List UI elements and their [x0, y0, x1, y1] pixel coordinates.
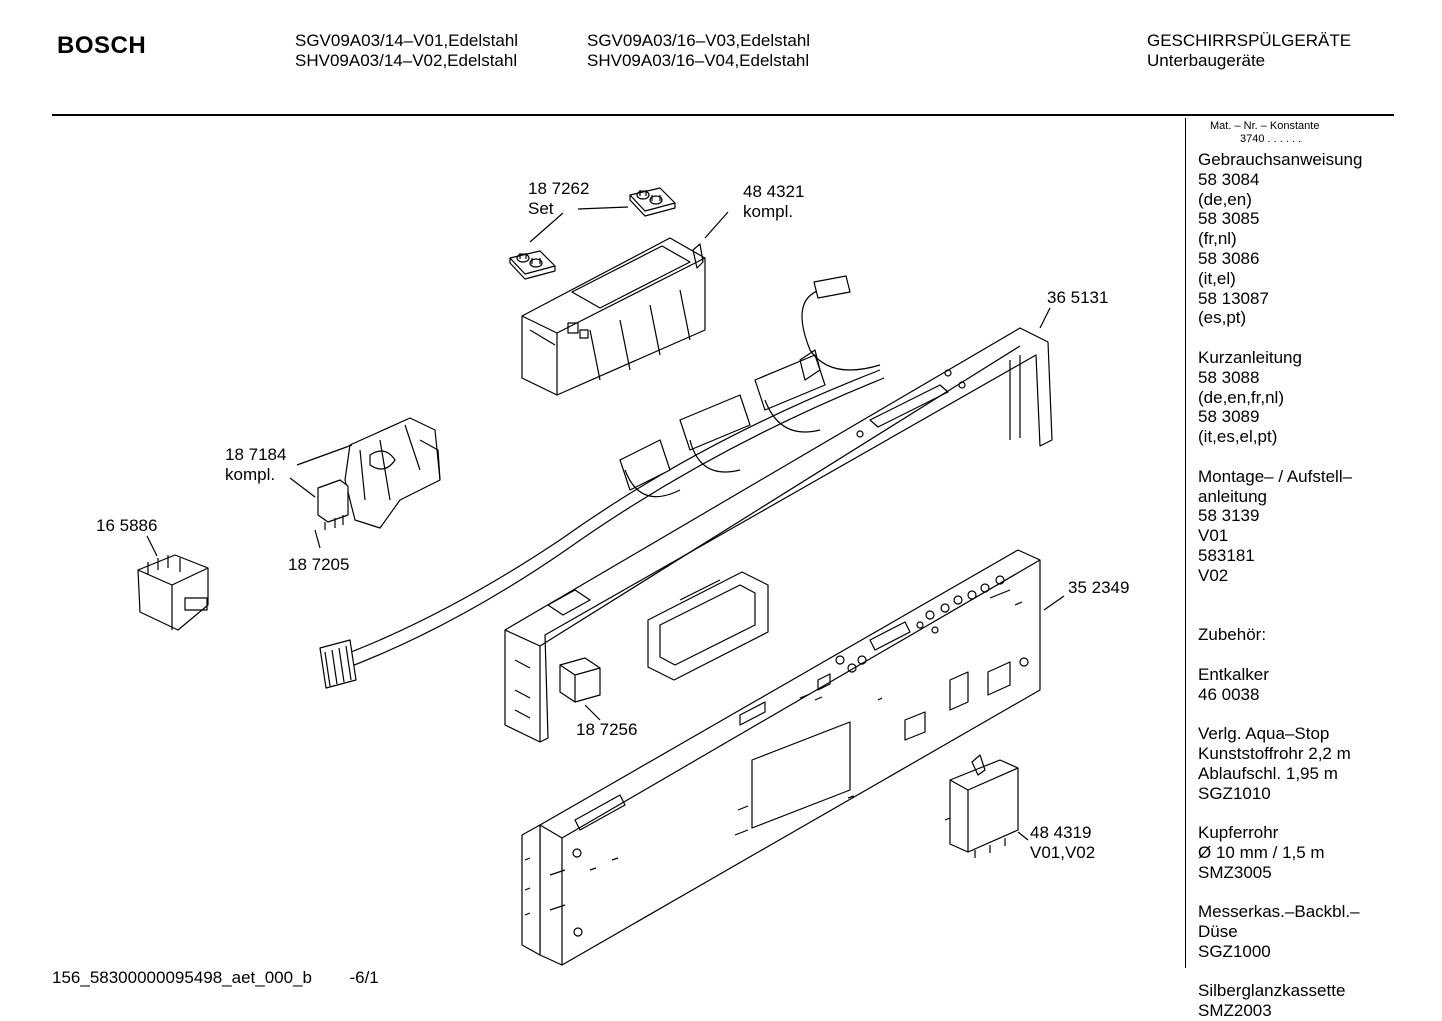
part-note: kompl.	[743, 202, 794, 221]
leader-line	[290, 478, 320, 548]
sidebar-line: (es,pt)	[1198, 308, 1247, 328]
sidebar-line: (fr,nl)	[1198, 229, 1237, 249]
leader-line	[1044, 596, 1064, 610]
control-module-icon	[522, 238, 705, 395]
sidebar-line: anleitung	[1198, 486, 1268, 506]
model-line: SGV09A03/16–V03,Edelstahl	[587, 31, 811, 50]
category-block: GESCHIRRSPÜLGERÄTE Unterbaugeräte	[1147, 31, 1351, 71]
sidebar-line: Entkalker	[1198, 664, 1269, 684]
sidebar-line: Ø 10 mm / 1,5 m	[1198, 842, 1325, 862]
sidebar-line: (it,es,el,pt)	[1198, 427, 1278, 447]
part-label-365131: 36 5131	[1047, 288, 1108, 308]
sidebar-line: SMZ2003	[1198, 1001, 1272, 1021]
part-number: 18 7184	[225, 445, 287, 464]
seal-part-icon	[630, 188, 675, 216]
sidebar-line: SGZ1000	[1198, 941, 1271, 961]
small-block-part-icon	[560, 658, 600, 702]
part-number: 48 4321	[743, 182, 805, 201]
sidebar-line: Gebrauchsanweisung	[1198, 150, 1363, 169]
control-panel-icon	[522, 550, 1040, 965]
document-footer: 156_58300000095498_aet_000_b -6/1	[52, 968, 379, 988]
part-number: 18 7205	[288, 555, 350, 574]
part-number: 18 7256	[576, 720, 638, 739]
category-subtitle: Unterbaugeräte	[1147, 51, 1266, 70]
part-note: Set	[528, 199, 554, 218]
sidebar-line: V01	[1198, 526, 1229, 546]
material-number-value: 3740 . . . . . .	[1240, 133, 1302, 145]
sidebar-line: 58 3089	[1198, 407, 1260, 427]
document-id: 156_58300000095498_aet_000_b	[52, 968, 312, 987]
leader-line	[1040, 308, 1050, 328]
leader-line	[530, 207, 628, 242]
part-label-352349: 35 2349	[1068, 578, 1129, 598]
part-label-187256: 18 7256	[576, 720, 637, 740]
sidebar-line: Kupferrohr	[1198, 823, 1279, 843]
sidebar-line: Ablaufschl. 1,95 m	[1198, 763, 1338, 783]
sidebar-line: SGZ1010	[1198, 783, 1271, 803]
electronic-module-icon	[945, 755, 1018, 858]
brand-logo: BOSCH	[57, 32, 147, 59]
sidebar-rule	[1185, 118, 1186, 968]
model-line: SGV09A03/14–V01,Edelstahl	[295, 31, 519, 50]
sidebar-line: Verlg. Aqua–Stop	[1198, 724, 1330, 744]
page-number: -6/1	[349, 968, 379, 987]
wiring-harness-icon	[320, 276, 884, 688]
leader-line	[585, 705, 600, 720]
model-line: SHV09A03/16–V04,Edelstahl	[587, 51, 810, 70]
sidebar-line: Zubehör:	[1198, 625, 1267, 645]
part-number: 36 5131	[1047, 288, 1109, 307]
sidebar-line: 58 3084	[1198, 169, 1260, 189]
sidebar-line: SMZ3005	[1198, 862, 1272, 882]
seal-part-icon	[510, 251, 555, 279]
sidebar-line: (de,en)	[1198, 189, 1252, 209]
sidebar-line: (de,en,fr,nl)	[1198, 387, 1284, 407]
part-label-484321: 48 4321 kompl.	[743, 182, 804, 222]
terminal-block-icon	[138, 555, 208, 630]
part-number: 18 7262	[528, 179, 590, 198]
sidebar-line: 58 3139	[1198, 506, 1260, 526]
sidebar-line: Silberglanzkassette	[1198, 981, 1346, 1001]
sidebar-line: 583181	[1198, 545, 1255, 565]
model-list-2: SGV09A03/16–V03,Edelstahl SHV09A03/16–V0…	[587, 31, 810, 71]
part-number: 35 2349	[1068, 578, 1130, 597]
sidebar-line: 58 13087	[1198, 288, 1269, 308]
sidebar-line: Kunststoffrohr 2,2 m	[1198, 743, 1351, 763]
part-note: kompl.	[225, 465, 276, 484]
part-label-165886: 16 5886	[96, 516, 157, 536]
model-line: SHV09A03/14–V02,Edelstahl	[295, 51, 518, 70]
material-number: Mat. – Nr. – Konstante 3740 . . . . . .	[1210, 120, 1319, 146]
part-label-187262: 18 7262 Set	[528, 179, 589, 219]
leader-line	[297, 445, 352, 465]
leader-line	[705, 212, 728, 238]
part-label-484319: 48 4319 V01,V02	[1030, 823, 1095, 863]
sidebar-line: Messerkas.–Backbl.–	[1198, 902, 1360, 922]
model-list-1: SGV09A03/14–V01,Edelstahl SHV09A03/14–V0…	[295, 31, 518, 71]
sidebar-line: (it,el)	[1198, 268, 1236, 288]
sidebar-line: 58 3088	[1198, 367, 1260, 387]
leader-line	[1018, 832, 1028, 840]
material-number-label: Mat. – Nr. – Konstante	[1210, 120, 1320, 132]
sidebar-line: Düse	[1198, 922, 1238, 942]
door-handle-icon	[648, 572, 768, 680]
part-label-187184: 18 7184 kompl.	[225, 445, 286, 485]
panel-buttons	[573, 370, 1028, 936]
category-title: GESCHIRRSPÜLGERÄTE	[1147, 31, 1352, 50]
part-number: 48 4319	[1030, 823, 1092, 842]
sidebar-line: 58 3086	[1198, 248, 1260, 268]
door-switch-icon	[345, 418, 440, 528]
header-rule	[52, 114, 1394, 116]
sidebar-line: Montage– / Aufstell–	[1198, 466, 1353, 486]
sidebar-line: Kurzanleitung	[1198, 347, 1302, 367]
part-number: 16 5886	[96, 516, 158, 535]
switch-component-icon	[318, 480, 348, 530]
part-note: V01,V02	[1030, 843, 1096, 862]
panel-frame-icon	[505, 328, 1052, 742]
sidebar-line: V02	[1198, 565, 1229, 585]
sidebar-line: 58 3085	[1198, 209, 1260, 229]
part-label-187205: 18 7205	[288, 555, 349, 575]
sidebar-line: 46 0038	[1198, 684, 1260, 704]
leader-line	[147, 536, 157, 556]
